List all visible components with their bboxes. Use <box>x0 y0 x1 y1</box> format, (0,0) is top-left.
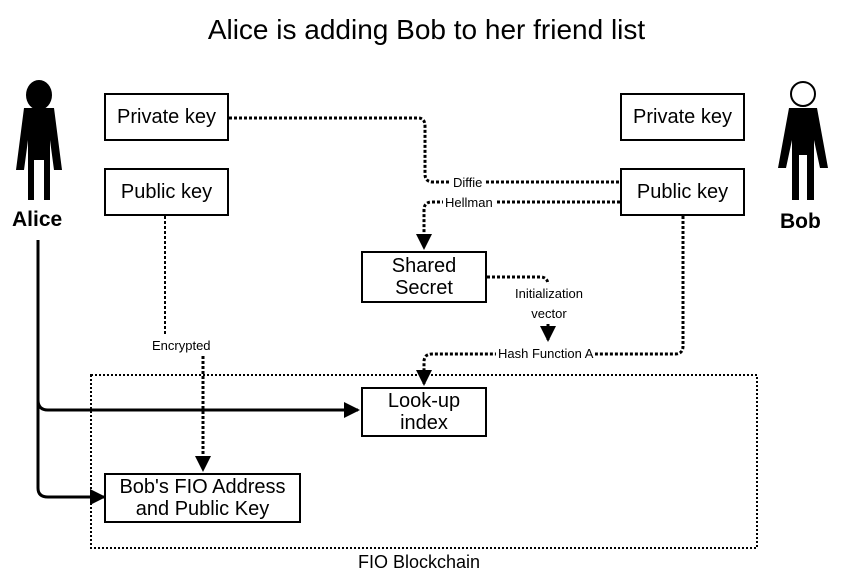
lookup-index-box: Look-up index <box>361 387 487 437</box>
alice-public-key-label: Public key <box>120 181 213 203</box>
bob-fio-address-box: Bob's FIO Address and Public Key <box>104 473 301 523</box>
diffie-label: Diffie <box>451 175 485 190</box>
alice-figure-icon <box>16 80 62 200</box>
diffie-connector <box>229 116 620 184</box>
hellman-connector <box>416 200 620 250</box>
hash-function-connector <box>416 216 685 386</box>
bob-figure-icon <box>778 81 828 200</box>
hash-function-label: Hash Function A <box>496 346 596 361</box>
alice-private-key-label: Private key <box>117 106 216 128</box>
bob-label: Bob <box>780 210 821 233</box>
hellman-label: Hellman <box>443 195 495 210</box>
bob-fio-address-label: Bob's FIO Address and Public Key <box>119 476 286 520</box>
lookup-index-label: Look-up index <box>387 390 461 434</box>
alice-label: Alice <box>12 208 63 231</box>
alice-to-fio-address-arrow <box>36 400 106 505</box>
initialization-vector-label: Initialization vector <box>508 284 590 324</box>
diagram-title: Alice is adding Bob to her friend list <box>207 14 646 45</box>
encrypted-label: Encrypted <box>150 338 213 353</box>
shared-secret-box: Shared Secret <box>361 251 487 303</box>
bob-private-key-box: Private key <box>620 93 745 141</box>
bob-public-key-box: Public key <box>620 168 745 216</box>
fio-blockchain-label: FIO Blockchain <box>358 552 481 572</box>
shared-secret-label: Shared Secret <box>391 255 457 299</box>
alice-public-key-box: Public key <box>104 168 229 216</box>
alice-private-key-box: Private key <box>104 93 229 141</box>
bob-public-key-label: Public key <box>636 181 729 203</box>
bob-private-key-label: Private key <box>633 106 732 128</box>
alice-to-lookup-arrow <box>36 240 360 418</box>
